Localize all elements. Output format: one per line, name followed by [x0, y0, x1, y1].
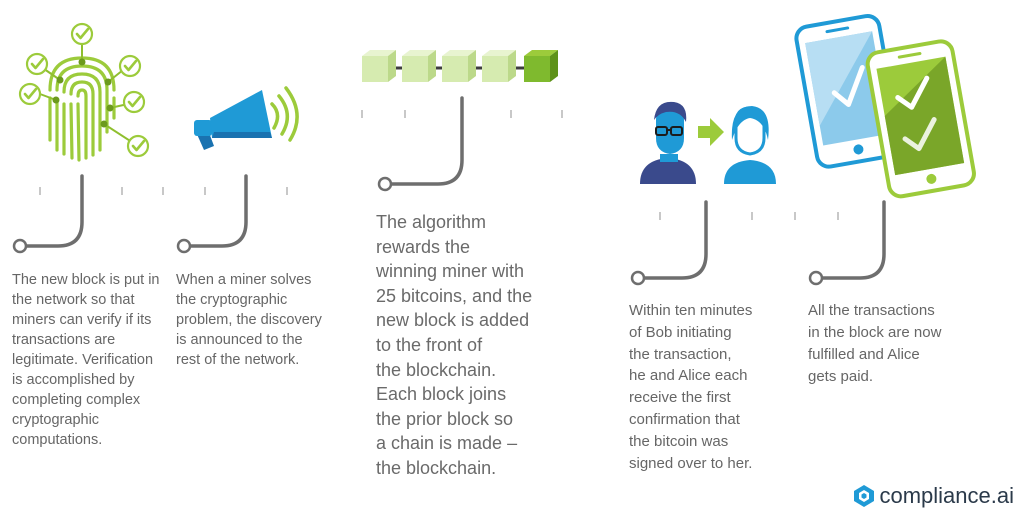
connector-dots — [12, 176, 824, 286]
step-1-text: The new block is put in the network so t… — [12, 272, 160, 448]
people-transfer-icon — [640, 101, 776, 184]
brand-logo: compliance.ai — [853, 483, 1014, 509]
step-2-text: When a miner solves the cryptographic pr… — [176, 272, 322, 368]
blockchain-icon — [362, 50, 558, 82]
brand-name: compliance.ai — [879, 483, 1014, 508]
compliance-logo-icon — [854, 485, 875, 507]
megaphone-icon — [194, 86, 299, 150]
step-3-text: The algorithm rewards the winning miner … — [376, 212, 533, 478]
phones-icon — [794, 14, 976, 199]
connector-lines — [24, 96, 886, 280]
fingerprint-icon — [18, 22, 150, 162]
timeline-ticks — [39, 110, 839, 220]
step-5-text: All the transactions in the block are no… — [808, 302, 942, 385]
step-4-text: Within ten minutes of Bob initiating the… — [629, 302, 753, 472]
